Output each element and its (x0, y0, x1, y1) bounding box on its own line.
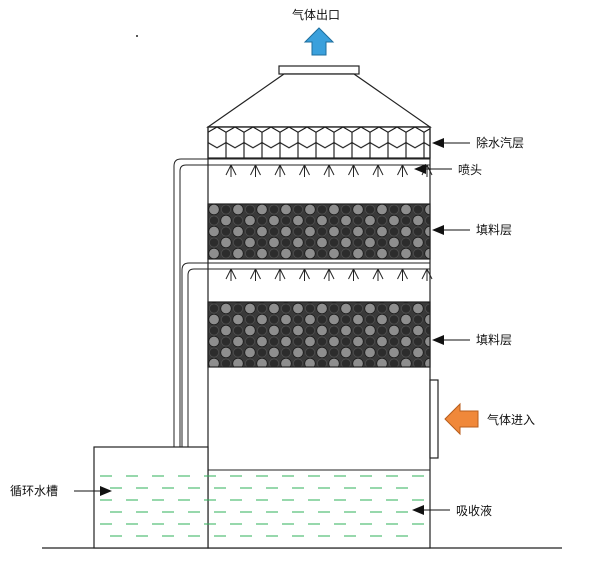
packing-layer-upper (207, 203, 431, 260)
upper-nozzle (372, 164, 384, 177)
pointer-demister (432, 138, 470, 148)
gas-outlet-arrow (303, 27, 335, 56)
label-packing-lower: 填料层 (476, 333, 512, 347)
label-spray-nozzle: 喷头 (458, 163, 482, 177)
pointer-circulation-tank (74, 486, 112, 496)
upper-nozzle (397, 164, 408, 177)
upper-nozzle (348, 164, 359, 177)
lower-nozzle (397, 268, 408, 281)
upper-nozzle (274, 164, 286, 177)
label-absorbent: 吸收液 (456, 503, 492, 518)
spray-pipe-upper (173, 158, 430, 508)
spray-pipe-lower (181, 262, 430, 508)
upper-nozzle (225, 164, 237, 177)
pointer-absorbent (412, 505, 450, 515)
circulation-tank (93, 446, 209, 549)
gas-inlet-flange (429, 379, 439, 459)
pointer-packing-lower (432, 335, 470, 345)
lower-nozzle (250, 268, 261, 281)
pointer-spray-nozzle (414, 164, 452, 174)
stray-dot (136, 35, 138, 37)
label-demister: 除水汽层 (476, 135, 524, 150)
label-circulation-tank: 循环水槽 (10, 484, 58, 498)
liquid-surface-lines (100, 475, 424, 537)
lower-nozzle (299, 268, 310, 281)
pointer-packing-upper (432, 225, 470, 235)
demister-layer (207, 126, 431, 159)
lower-nozzle (348, 268, 359, 281)
upper-nozzle (323, 164, 335, 177)
lower-nozzle (274, 268, 286, 281)
lower-nozzle (323, 268, 335, 281)
nozzles-lower (225, 268, 433, 281)
label-gas-inlet: 气体进入 (487, 412, 535, 427)
gas-inlet-arrow (444, 402, 479, 436)
tower-cone (206, 73, 432, 128)
label-gas-outlet: 气体出口 (292, 7, 340, 22)
upper-nozzle (299, 164, 310, 177)
lower-nozzle (225, 268, 237, 281)
packing-layer-lower (207, 301, 431, 368)
outlet-flange (278, 65, 360, 75)
label-packing-upper: 填料层 (476, 223, 512, 237)
nozzles-upper (225, 164, 433, 177)
upper-nozzle (250, 164, 261, 177)
lower-nozzle (421, 268, 433, 281)
lower-nozzle (372, 268, 384, 281)
